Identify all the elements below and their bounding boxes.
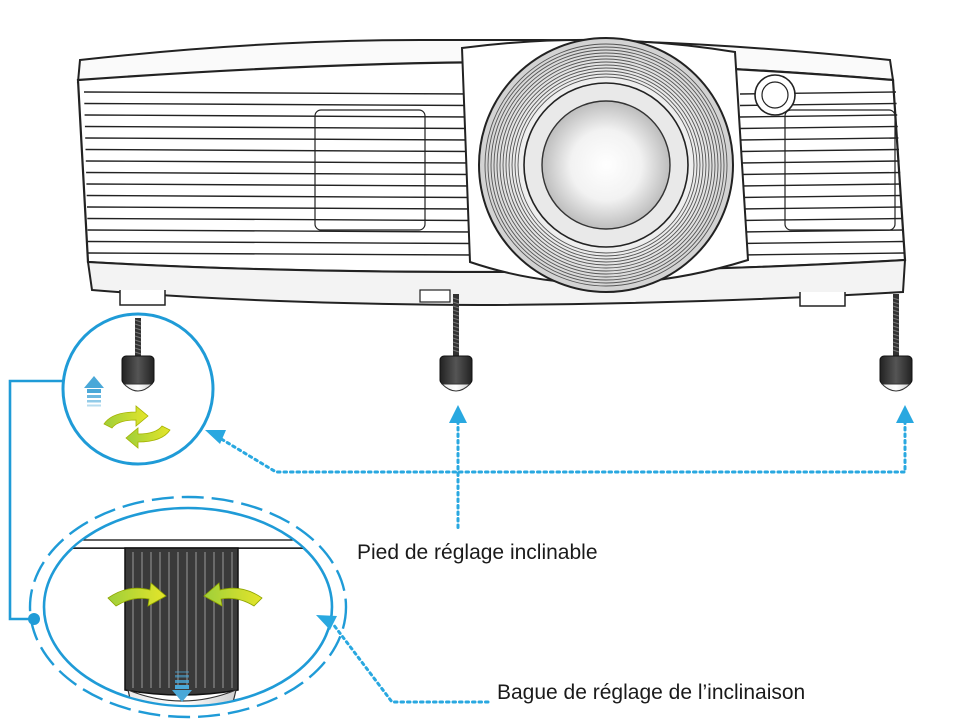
dotted-callout-foot	[216, 419, 907, 531]
ir-sensor-icon	[754, 74, 796, 116]
arrowheads	[205, 405, 914, 630]
zoom-circle-foot	[61, 312, 215, 466]
dotted-callout-ring	[331, 622, 490, 704]
vent-grille-left	[83, 91, 475, 256]
tilt-foot-right	[879, 294, 913, 392]
connector-dot	[28, 613, 40, 625]
rotate-arrows-icon	[107, 582, 263, 607]
label-tilt-ring: Bague de réglage de l’inclinaison	[497, 681, 806, 704]
lens-icon	[478, 37, 734, 293]
projector-illustration	[76, 37, 907, 307]
vent-grille-right	[739, 91, 905, 256]
tilt-foot-center	[439, 294, 473, 392]
label-tilt-foot: Pied de réglage inclinable	[357, 541, 598, 564]
down-arrow-icon	[172, 671, 192, 702]
zoom-circle-ring	[28, 495, 348, 719]
rotate-arrows-icon	[103, 405, 171, 449]
up-arrow-icon	[84, 376, 104, 407]
bracket-connector	[8, 379, 63, 621]
